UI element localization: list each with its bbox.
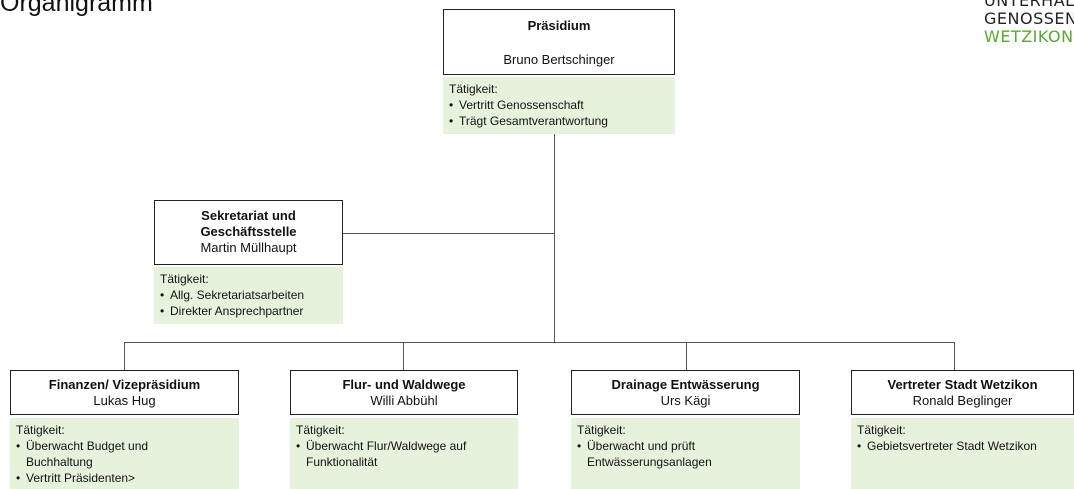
finanzen-task-item: Vertritt Präsidenten> <box>16 470 233 486</box>
connector-horizontal-bar <box>124 342 955 343</box>
praesidium-title: Präsidium <box>527 18 591 33</box>
flur-tasks-label: Tätigkeit: <box>296 423 345 437</box>
vertreter-person: Ronald Beglinger <box>912 393 1013 408</box>
finanzen-tasks-label: Tätigkeit: <box>16 423 65 437</box>
flur-tasks: Tätigkeit: Überwacht Flur/Waldwege auf F… <box>290 418 518 489</box>
sekretariat-title-line1: Sekretariat und <box>201 208 296 223</box>
vertreter-title: Vertreter Stadt Wetzikon <box>887 377 1038 392</box>
vertreter-task-item: Gebietsvertreter Stadt Wetzikon <box>857 438 1068 454</box>
sekretariat-task-item: Direkter Ansprechpartner <box>160 303 337 319</box>
praesidium-task-item: Vertritt Genossenschaft <box>449 97 669 113</box>
connector-drop-drainage <box>686 342 687 370</box>
connector-drop-flur <box>403 342 404 370</box>
logo-line-1: UNTERHALT <box>984 0 1074 10</box>
sekretariat-task-item: Allg. Sekretariatsarbeiten <box>160 287 337 303</box>
connector-sekretariat <box>343 233 554 234</box>
finanzen-title: Finanzen/ Vizepräsidium <box>48 377 201 392</box>
connector-drop-vertreter <box>954 342 955 370</box>
flur-box: Flur- und Waldwege Willi Abbühl <box>290 370 518 415</box>
vertreter-tasks-label: Tätigkeit: <box>857 423 906 437</box>
praesidium-person: Bruno Bertschinger <box>503 52 615 67</box>
sekretariat-person: Martin Müllhaupt <box>200 240 297 255</box>
sekretariat-tasks: Tätigkeit: Allg. Sekretariatsarbeiten Di… <box>154 267 343 324</box>
drainage-tasks: Tätigkeit: Überwacht und prüft Entwässer… <box>571 418 800 489</box>
flur-task-item: Überwacht Flur/Waldwege auf Funktionalit… <box>296 438 486 470</box>
sekretariat-tasks-label: Tätigkeit: <box>160 272 209 286</box>
logo-line-3: WETZIKON <box>984 27 1074 46</box>
vertreter-tasks: Tätigkeit: Gebietsvertreter Stadt Wetzik… <box>851 418 1074 489</box>
finanzen-person: Lukas Hug <box>93 393 156 408</box>
sekretariat-box: Sekretariat und Geschäftsstelle Martin M… <box>154 200 343 265</box>
finanzen-task-item: Überwacht Budget und Buchhaltung <box>16 438 196 470</box>
praesidium-box: Präsidium Bruno Bertschinger <box>443 9 675 75</box>
sekretariat-title-line2: Geschäftsstelle <box>200 224 297 239</box>
finanzen-tasks: Tätigkeit: Überwacht Budget und Buchhalt… <box>10 418 239 489</box>
vertreter-box: Vertreter Stadt Wetzikon Ronald Beglinge… <box>851 370 1074 415</box>
flur-person: Willi Abbühl <box>370 393 438 408</box>
praesidium-tasks-label: Tätigkeit: <box>449 82 498 96</box>
drainage-person: Urs Kägi <box>660 393 711 408</box>
drainage-title: Drainage Entwässerung <box>611 377 760 392</box>
logo: UNTERHALT GENOSSEN WETZIKON <box>984 0 1074 46</box>
drainage-tasks-label: Tätigkeit: <box>577 423 626 437</box>
connector-drop-finanzen <box>124 342 125 370</box>
finanzen-box: Finanzen/ Vizepräsidium Lukas Hug <box>10 370 239 415</box>
flur-title: Flur- und Waldwege <box>342 377 466 392</box>
praesidium-task-item: Trägt Gesamtverantwortung <box>449 113 669 129</box>
drainage-box: Drainage Entwässerung Urs Kägi <box>571 370 800 415</box>
logo-line-2: GENOSSEN <box>984 9 1074 28</box>
drainage-task-item: Überwacht und prüft Entwässerungsanlagen <box>577 438 747 470</box>
connector-main-vertical <box>554 134 555 342</box>
praesidium-tasks: Tätigkeit: Vertritt Genossenschaft Trägt… <box>443 77 675 134</box>
page-title: Organigramm <box>0 0 153 17</box>
